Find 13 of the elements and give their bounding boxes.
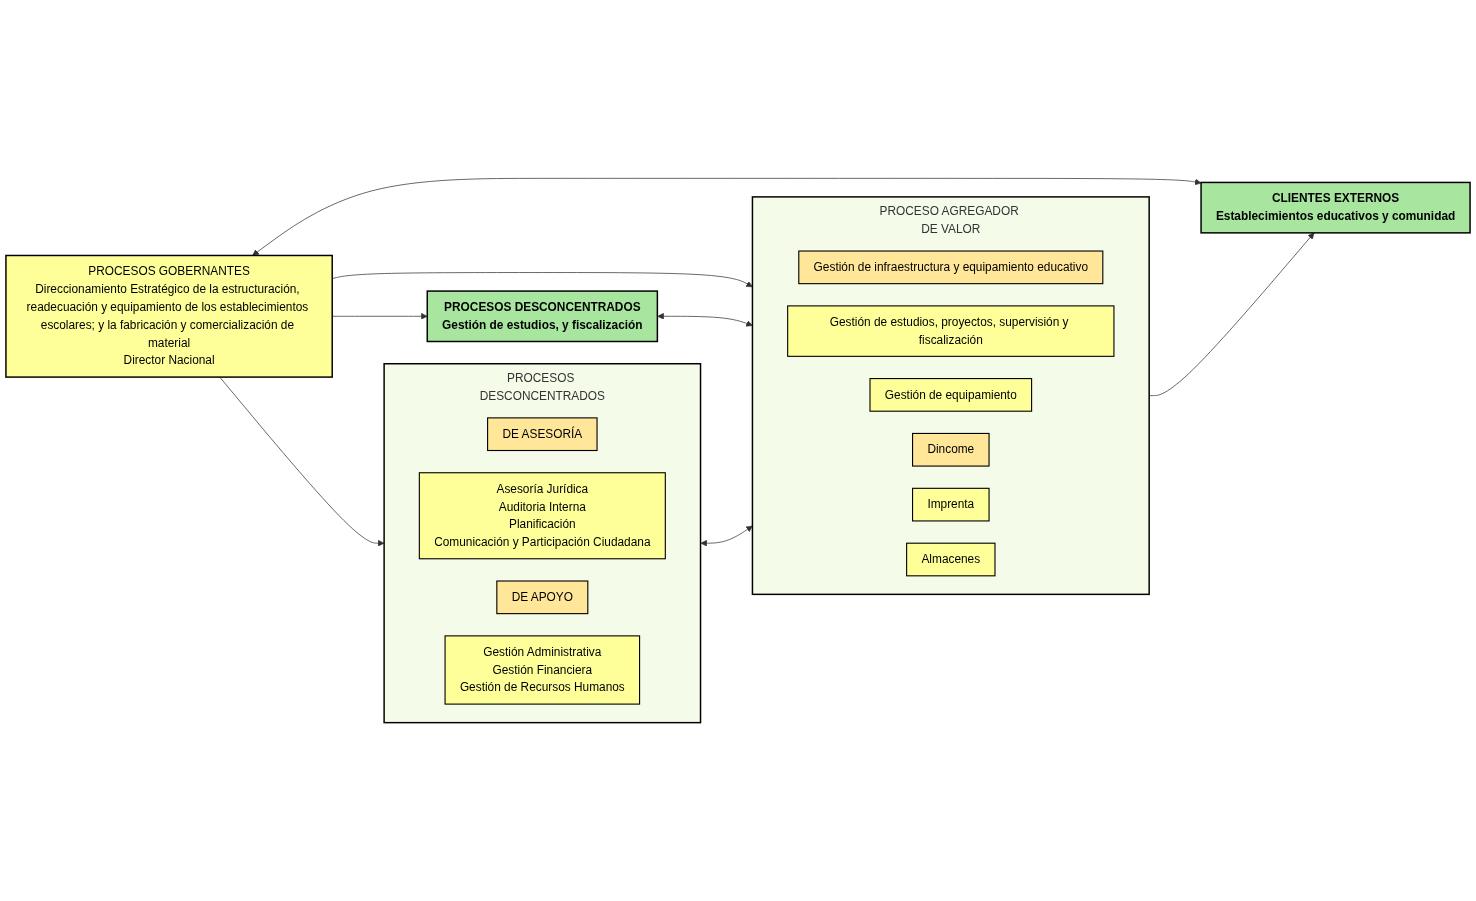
node-box: Dincome — [912, 432, 990, 467]
node-box: Almacenes — [906, 542, 996, 577]
node-box: Gestión Administrativa Gestión Financiera Gestión de Recursos Humanos — [444, 635, 641, 705]
node-box: Asesoría Jurídica Auditoria Interna Planificación Comunicación y Participación Ciudadana — [418, 472, 666, 560]
node-box: PROCESOS GOBERNANTES Direccionamiento Estratégico de la estructuración, readecuación y equipamiento de los establecimientos escolares; y la fabricación y comercialización de material Director Nacional — [5, 254, 333, 378]
node-box: Gestión de equipamiento — [869, 378, 1033, 412]
node-box: CLIENTES EXTERNOS Establecimientos educativos y comunidad — [1200, 181, 1471, 234]
node-box: Imprenta — [912, 487, 990, 522]
node-box: Gestión de infraestructura y equipamiento educativo — [798, 250, 1104, 285]
node-box: DE ASESORÍA — [487, 417, 598, 452]
node-box: Gestión de estudios, proyectos, supervisión y fiscalización — [787, 305, 1115, 357]
node-box: PROCESOS DESCONCENTRADOS Gestión de estudios, y fiscalización — [426, 290, 659, 343]
node-box: DE APOYO — [496, 580, 589, 615]
